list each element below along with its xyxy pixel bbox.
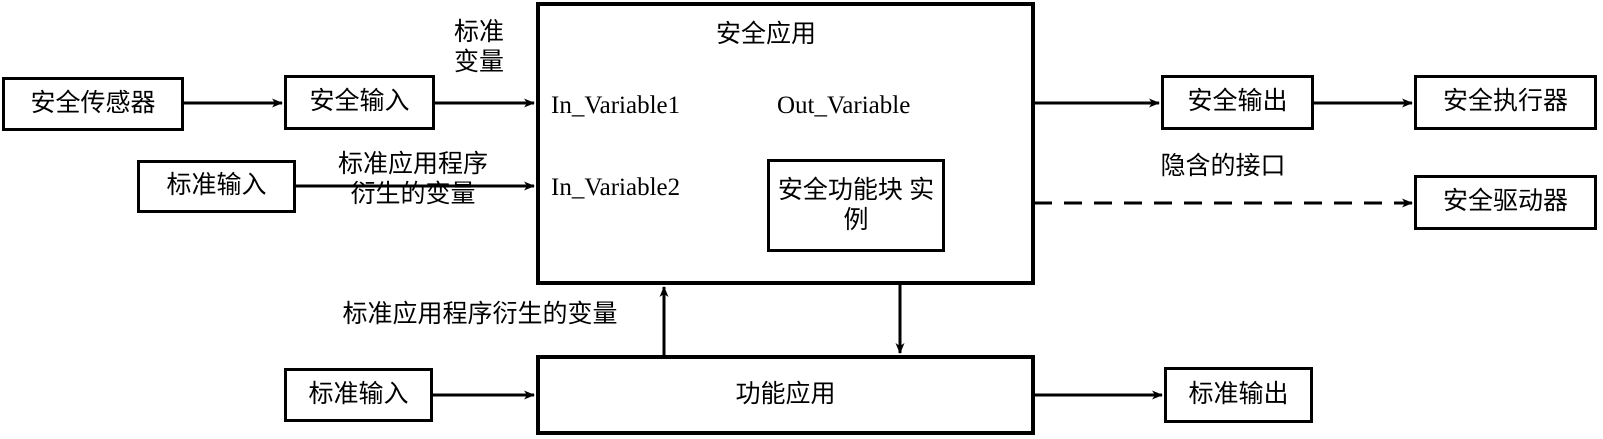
edge-label-standard-app-derived-variable-bottom: 标准应用程序衍生的变量 [342,301,618,328]
node-safety-output[interactable]: 安全输出 [1161,75,1314,130]
node-safety-drive[interactable]: 安全驱动器 [1414,175,1597,230]
node-safety-application[interactable]: 安全应用 In_Variable1 In_Variable2 Out_Varia… [536,2,1035,285]
node-standard-input-bottom-label: 标准输入 [308,380,409,408]
node-safety-sensor-label: 安全传感器 [30,89,156,117]
node-safety-fb-instance-label: 安全功能块 实例 [777,176,935,234]
edge-label-standard-app-derived-variable: 标准应用程序 衍生的变量 [337,151,488,208]
port-label-out-variable: Out_Variable [777,92,911,119]
node-safety-input[interactable]: 安全输入 [284,75,435,130]
node-safety-application-label: 安全应用 [716,21,817,48]
node-standard-input-bottom[interactable]: 标准输入 [284,368,433,422]
node-safety-actuator[interactable]: 安全执行器 [1414,75,1597,130]
edge-label-standard-variable: 标准 变量 [453,19,504,76]
node-functional-application-label: 功能应用 [735,380,836,408]
node-safety-sensor[interactable]: 安全传感器 [2,77,184,131]
node-standard-input-mid[interactable]: 标准输入 [137,160,296,213]
port-label-in-variable-2: In_Variable2 [551,174,681,201]
node-standard-output[interactable]: 标准输出 [1164,367,1313,423]
node-standard-output-label: 标准输出 [1188,380,1289,408]
node-standard-input-mid-label: 标准输入 [166,172,267,200]
edge-label-implicit-interface: 隐含的接口 [1160,153,1286,180]
port-label-in-variable-1: In_Variable1 [551,92,681,119]
node-safety-actuator-label: 安全执行器 [1442,88,1568,116]
node-safety-input-label: 安全输入 [309,88,410,116]
node-safety-fb-instance[interactable]: 安全功能块 实例 [767,159,945,252]
node-functional-application[interactable]: 功能应用 [536,355,1035,435]
node-safety-drive-label: 安全驱动器 [1442,188,1568,216]
node-safety-output-label: 安全输出 [1187,88,1288,116]
